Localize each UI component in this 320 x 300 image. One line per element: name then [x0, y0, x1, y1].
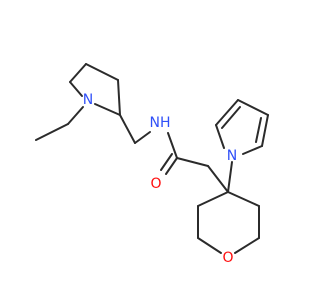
atom-n-pyrrolidine: N — [83, 92, 93, 108]
bond-pyr-n-c2 — [94, 103, 121, 116]
bond-pyr-c2-c3 — [117, 79, 121, 116]
bond-pyrrole-c3-c4-b — [255, 117, 262, 143]
bond-ch2-quatc — [207, 165, 229, 193]
bonds — [35, 63, 269, 254]
bond-quatc-npyrrole — [227, 161, 233, 193]
bond-co-o-2 — [160, 153, 173, 171]
bond-pyrrole-c1-c2-a — [215, 99, 239, 126]
bond-c2-ch2 — [119, 114, 136, 144]
bond-co-o-1 — [165, 157, 178, 175]
atom-nh-amide: NH — [150, 115, 171, 131]
bond-ethyl-ch2-n — [67, 106, 84, 125]
bond-oxane-c5-quatc — [197, 191, 229, 207]
bond-pyrrole-c3-c4-a — [261, 114, 269, 147]
atom-n-pyrrole: N — [227, 148, 237, 164]
bond-pyr-c5-n — [69, 81, 83, 97]
atom-o-oxane: O — [222, 250, 233, 266]
bond-ethyl-ch3 — [35, 123, 69, 141]
bond-co-ch2 — [176, 157, 209, 167]
bond-pyr-c3-c4 — [85, 63, 119, 81]
atom-labels: N NH O N O — [83, 92, 237, 266]
bond-ch2-nh — [134, 131, 151, 144]
bond-oxane-o-c6 — [197, 237, 222, 254]
bond-pyrrole-n-c1 — [215, 124, 225, 149]
bond-pyrrole-c4-n — [242, 145, 263, 155]
bond-pyrrole-c2-c3 — [237, 99, 269, 116]
bond-oxane-quatc-c3 — [227, 191, 260, 207]
bond-oxane-c2-o — [234, 237, 260, 254]
atom-o-amide: O — [150, 176, 161, 192]
bond-pyr-c4-c5 — [69, 63, 87, 83]
bond-nh-co — [167, 132, 178, 159]
molecule-diagram: N NH O N O — [35, 63, 269, 266]
bond-pyrrole-c1-c2-b — [221, 106, 241, 129]
